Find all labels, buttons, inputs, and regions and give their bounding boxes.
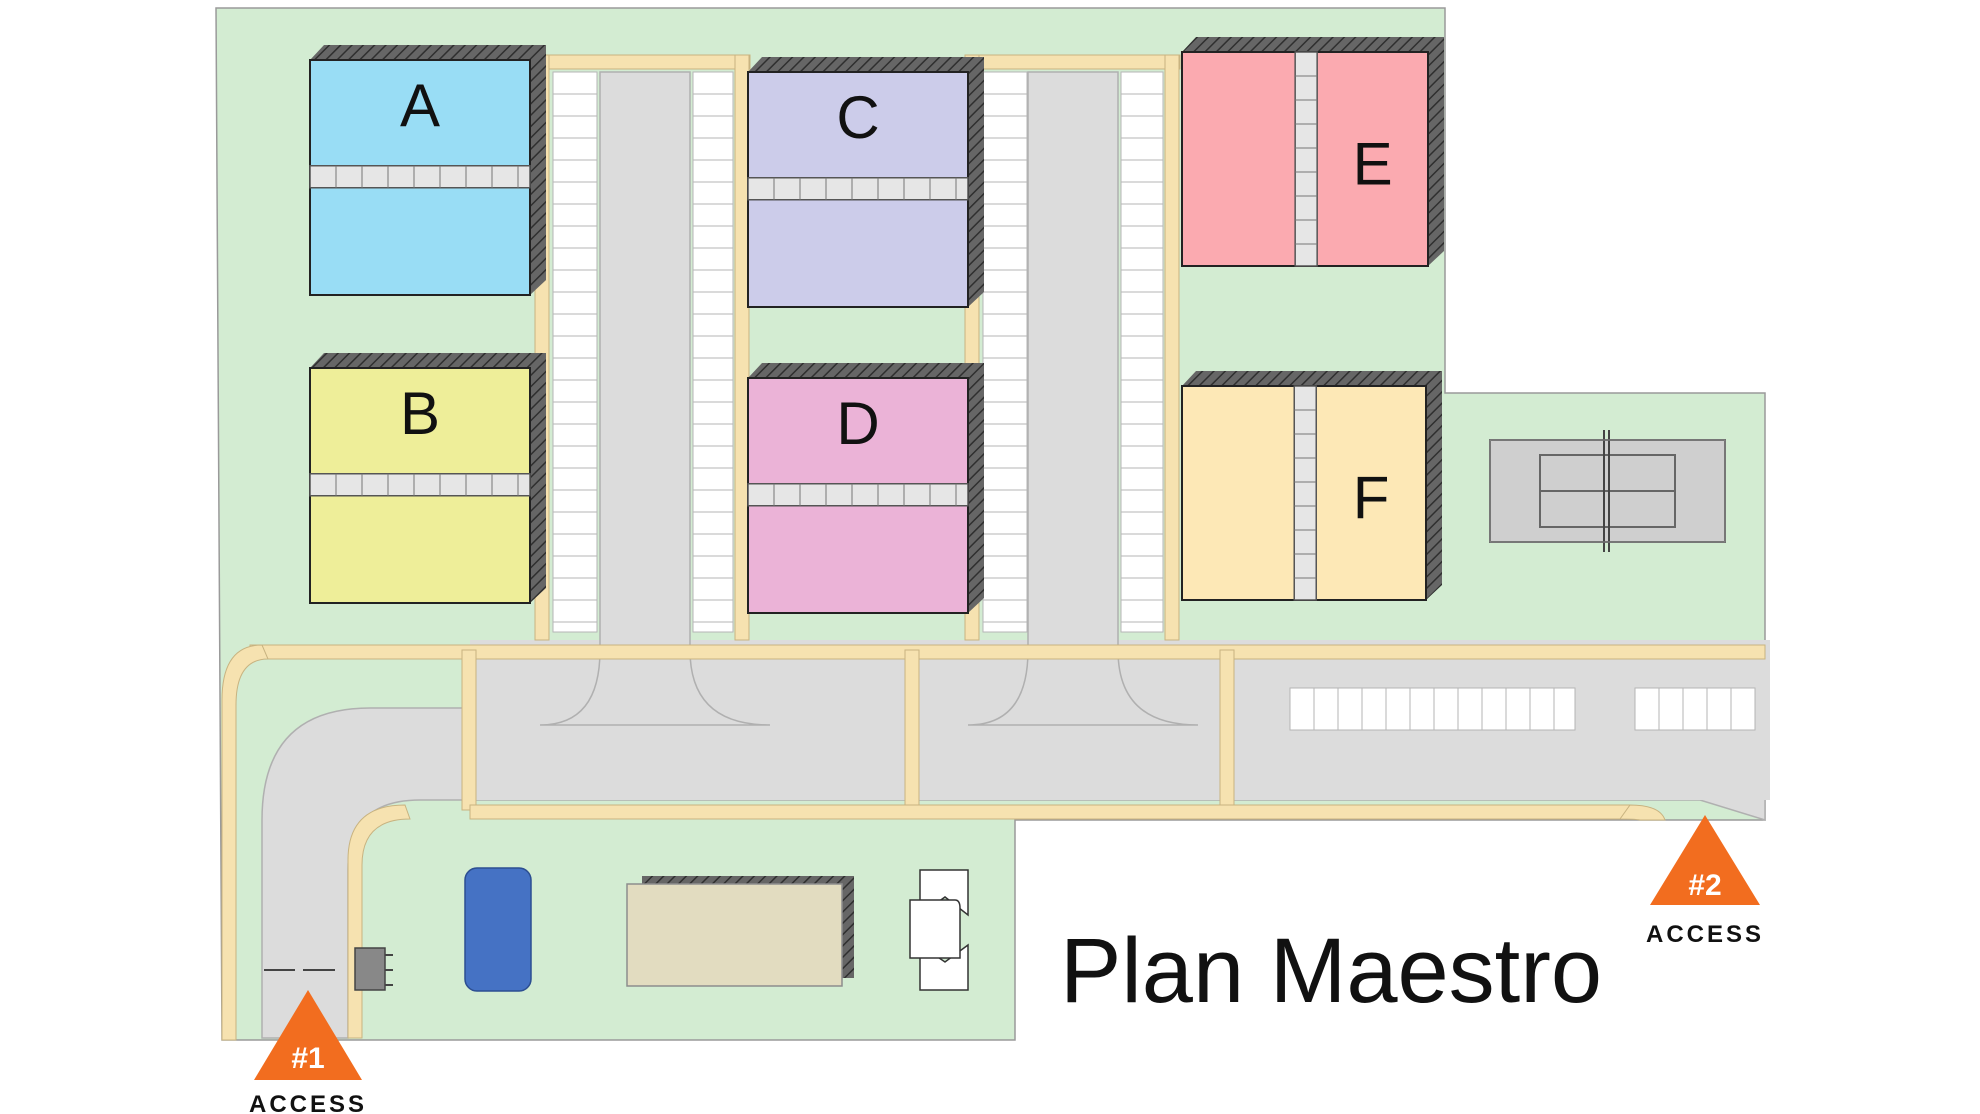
building-a[interactable]: A [309,45,546,296]
building-c[interactable]: C [747,57,984,308]
pond [464,867,532,992]
access-1-number: #1 [291,1042,324,1075]
building-b-label: B [400,380,440,447]
building-e[interactable]: E [1181,37,1444,267]
access-2-number: #2 [1688,869,1721,902]
building-f[interactable]: F [1181,371,1442,601]
building-e-label: E [1353,131,1393,198]
access-1-label: ACCESS [249,1091,367,1114]
building-b[interactable]: B [309,353,546,604]
parking-stalls [552,71,1756,731]
plan-title: Plan Maestro [1060,920,1602,1022]
access-2-label: ACCESS [1646,921,1764,948]
guard-booth [264,947,393,991]
parking-aisle-left [539,71,771,726]
sports-court [1489,430,1726,552]
access-1-triangle-icon [254,990,362,1080]
building-d-label: D [836,390,879,457]
access-marker-1[interactable]: #1 ACCESS [249,990,367,1114]
parking-aisle-right [967,71,1199,726]
building-a-label: A [400,72,440,139]
building-c-label: C [836,84,879,151]
clubhouse-building [626,876,854,987]
access-marker-2[interactable]: #2 ACCESS [1646,815,1764,948]
pavilion-structure [909,869,969,991]
building-d[interactable]: D [747,363,984,614]
access-2-triangle-icon [1650,815,1760,905]
building-f-label: F [1353,465,1390,532]
